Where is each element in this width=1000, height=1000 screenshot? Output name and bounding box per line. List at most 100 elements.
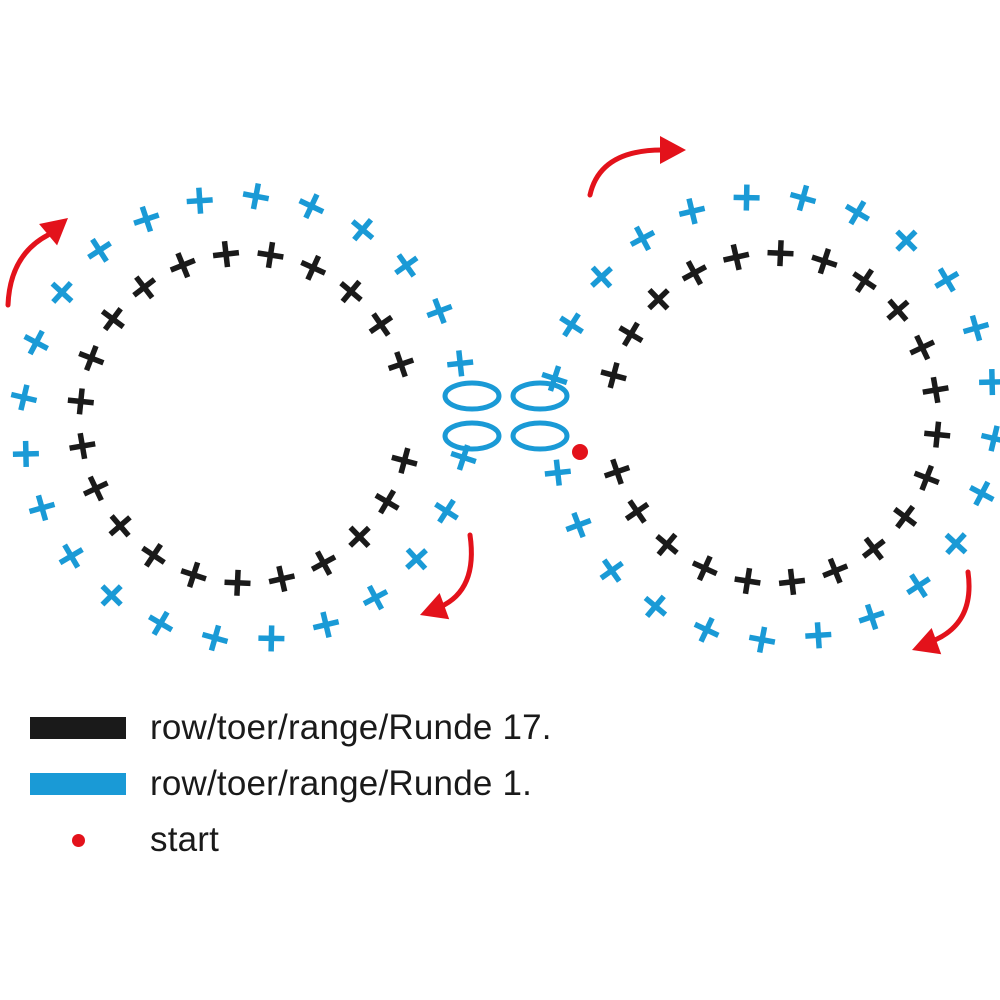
cross-stitch-icon: [268, 565, 296, 593]
cross-stitch-icon: [922, 376, 949, 404]
cross-stitch-icon: [78, 344, 105, 372]
cross-stitch-icon: [141, 542, 166, 568]
cross-stitch-icon: [58, 543, 84, 569]
cross-stitch-icon: [405, 547, 428, 571]
cross-stitch-icon: [434, 498, 459, 524]
cross-stitch-icon: [391, 447, 418, 474]
cross-stitch-icon: [822, 557, 849, 584]
cross-stitch-icon: [69, 432, 96, 460]
cross-stitch-icon: [426, 297, 453, 325]
legend-item-start: start: [30, 812, 552, 868]
cross-stitch-icon: [23, 329, 49, 356]
cross-stitch-icon: [186, 187, 213, 214]
chain-loop-icon: [510, 420, 570, 452]
cross-stitch-icon: [789, 184, 817, 212]
cross-stitch-icon: [374, 489, 400, 515]
cross-stitch-icon: [147, 610, 174, 636]
direction-arrow-icon: [420, 532, 474, 620]
cross-stitch-icon: [748, 626, 776, 653]
cross-stitch-icon: [544, 459, 572, 486]
cross-stitch-icon: [886, 298, 910, 322]
cross-stitch-icon: [934, 267, 960, 293]
cross-stitch-icon: [693, 616, 720, 643]
legend-swatch-black: [30, 717, 126, 739]
cross-stitch-icon: [893, 504, 918, 529]
cross-stitch-icon: [446, 350, 474, 377]
cross-stitch-icon: [655, 532, 679, 557]
cross-stitch-icon: [339, 279, 363, 304]
cross-stitch-icon: [734, 567, 761, 595]
cross-stitch-icon: [600, 362, 627, 389]
cross-stitch-icon: [300, 254, 327, 281]
cross-stitch-icon: [909, 334, 936, 361]
chain-loop-icon: [510, 380, 570, 412]
cross-stitch-icon: [624, 499, 650, 524]
cross-stitch-icon: [348, 525, 371, 549]
cross-stitch-icon: [962, 314, 990, 342]
cross-stitch-icon: [811, 247, 838, 275]
cross-stitch-icon: [590, 265, 613, 289]
cross-stitch-icon: [108, 514, 132, 538]
cross-stitch-icon: [559, 312, 584, 338]
cross-stitch-icon: [67, 388, 95, 415]
cross-stitch-icon: [778, 568, 806, 596]
crochet-diagram: [5, 136, 1000, 655]
cross-stitch-icon: [212, 240, 240, 268]
cross-stitch-icon: [980, 425, 1000, 452]
cross-stitch-icon: [298, 193, 325, 220]
cross-stitch-icon: [895, 229, 918, 252]
cross-stitch-icon: [923, 421, 951, 448]
chain-loop-icon: [442, 380, 502, 412]
cross-stitch-icon: [722, 243, 750, 271]
cross-stitch-icon: [201, 624, 229, 652]
cross-stitch-icon: [258, 625, 285, 652]
cross-stitch-icon: [858, 603, 885, 631]
cross-stitch-icon: [906, 573, 931, 599]
cross-stitch-icon: [169, 252, 196, 279]
direction-arrow-icon: [587, 136, 686, 198]
cross-stitch-icon: [603, 458, 631, 485]
start-dot-icon: [71, 833, 85, 847]
cross-stitch-icon: [599, 558, 624, 583]
cross-stitch-icon: [350, 217, 375, 242]
cross-stitch-icon: [50, 280, 74, 304]
cross-stitch-icon: [805, 622, 832, 649]
cross-stitch-icon: [132, 275, 157, 300]
cross-stitch-icon: [691, 555, 718, 582]
cross-stitch-icon: [733, 184, 760, 211]
cross-stitch-icon: [647, 287, 670, 311]
cross-stitch-icon: [394, 253, 419, 278]
cross-stitch-icon: [180, 561, 207, 589]
cross-stitch-icon: [861, 536, 886, 561]
cross-stitch-icon: [979, 369, 1000, 396]
legend: row/toer/range/Runde 17. row/toer/range/…: [30, 700, 552, 868]
cross-stitch-icon: [565, 511, 592, 539]
cross-stitch-icon: [12, 440, 39, 467]
legend-label-row17: row/toer/range/Runde 17.: [150, 708, 552, 747]
chain-loops: [442, 380, 570, 452]
cross-stitch-icon: [618, 321, 644, 347]
right-ring: [541, 184, 1000, 653]
cross-stitch-icon: [257, 241, 284, 269]
cross-stitch-icon: [310, 550, 337, 576]
cross-stitch-icon: [242, 183, 270, 210]
cross-stitch-icon: [87, 237, 112, 263]
cross-stitch-icon: [852, 268, 877, 294]
legend-item-row17: row/toer/range/Runde 17.: [30, 700, 552, 756]
cross-stitch-icon: [767, 240, 794, 267]
cross-stitch-icon: [100, 584, 123, 607]
cross-stitch-icon: [944, 532, 968, 556]
cross-stitch-icon: [969, 480, 995, 507]
cross-stitch-icon: [678, 198, 706, 225]
cross-stitch-icon: [82, 475, 109, 502]
cross-stitch-icon: [643, 594, 668, 619]
direction-arrows: [5, 136, 972, 655]
cross-stitch-icon: [100, 307, 125, 332]
cross-stitch-icon: [387, 351, 415, 378]
legend-swatch-blue: [30, 773, 126, 795]
cross-stitch-icon: [681, 260, 708, 286]
start-marker: [572, 444, 588, 460]
cross-stitch-icon: [133, 205, 160, 233]
legend-label-row1: row/toer/range/Runde 1.: [150, 764, 533, 803]
cross-stitch-icon: [629, 225, 656, 252]
